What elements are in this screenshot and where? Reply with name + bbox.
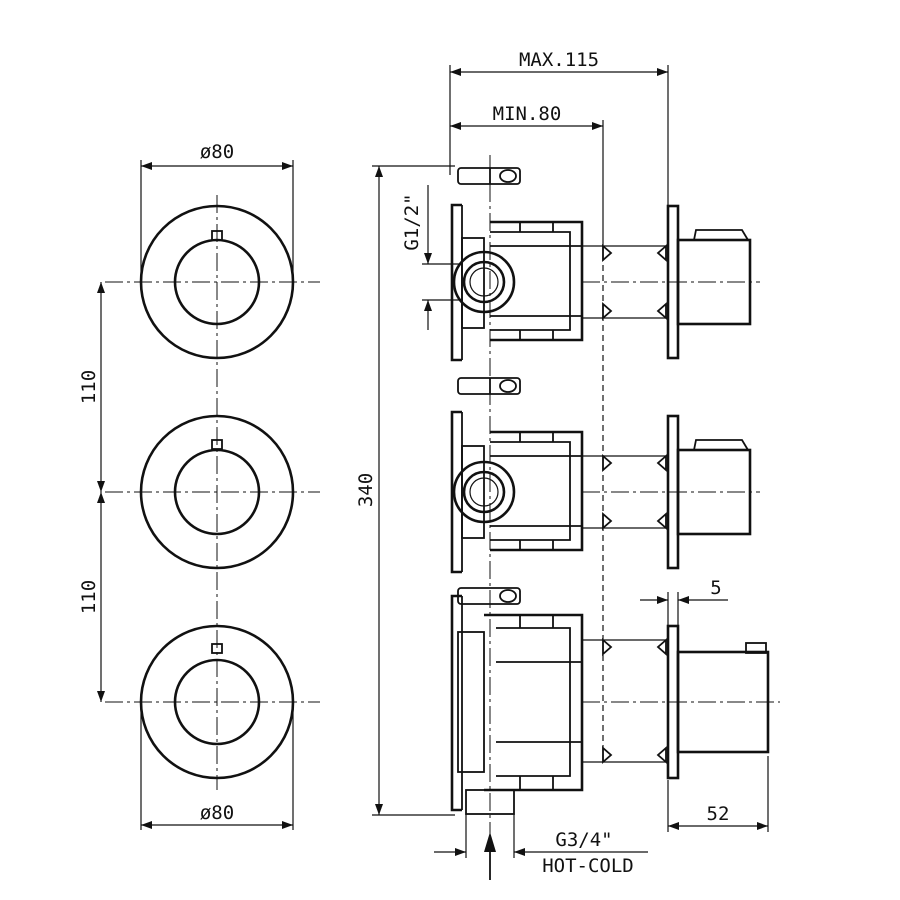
- dim-max-depth: [449, 65, 669, 215]
- dim-diameter-bottom: [140, 705, 294, 830]
- label-handle-projection: 52: [707, 803, 730, 825]
- dim-handle-projection: [667, 756, 769, 832]
- dim-inlet-thread: [434, 814, 648, 880]
- valve-module-middle: [450, 377, 760, 574]
- label-total-height: 340: [355, 473, 377, 507]
- label-min-depth: MIN.80: [493, 103, 562, 125]
- dim-diameter-top: [140, 160, 294, 280]
- plate-middle-marker: [211, 439, 223, 450]
- label-inlet-thread: G3/4": [555, 829, 612, 851]
- plate-bottom: [105, 624, 320, 780]
- label-diameter-bottom: ø80: [200, 802, 234, 824]
- plate-middle: [105, 414, 320, 570]
- handle-top: [666, 204, 752, 360]
- handle-middle: [666, 414, 752, 570]
- front-view: ø80 ø80 110 110: [78, 141, 320, 830]
- dim-outlet-thread: [422, 185, 462, 330]
- label-outlet-thread: G1/2": [401, 193, 423, 250]
- label-diameter-top: ø80: [200, 141, 234, 163]
- label-spacing-lower: 110: [78, 580, 100, 614]
- label-max-depth: MAX.115: [519, 49, 599, 71]
- plate-bottom-marker: [211, 643, 223, 654]
- valve-module-bottom: [450, 587, 780, 815]
- plate-top-marker: [211, 230, 223, 241]
- side-view: 340 MAX.115 MIN.80: [355, 49, 780, 880]
- dim-min-depth: [450, 120, 604, 245]
- valve-module-top: [450, 167, 760, 362]
- label-spacing-upper: 110: [78, 370, 100, 404]
- dim-plate-thickness: [640, 592, 728, 626]
- dim-total-height: [372, 165, 455, 816]
- label-inlet-hot-cold: HOT-COLD: [542, 855, 634, 877]
- label-plate-thickness: 5: [710, 577, 721, 599]
- handle-bottom: [666, 624, 770, 780]
- plate-top: [105, 204, 320, 360]
- dim-spacing: [97, 282, 105, 702]
